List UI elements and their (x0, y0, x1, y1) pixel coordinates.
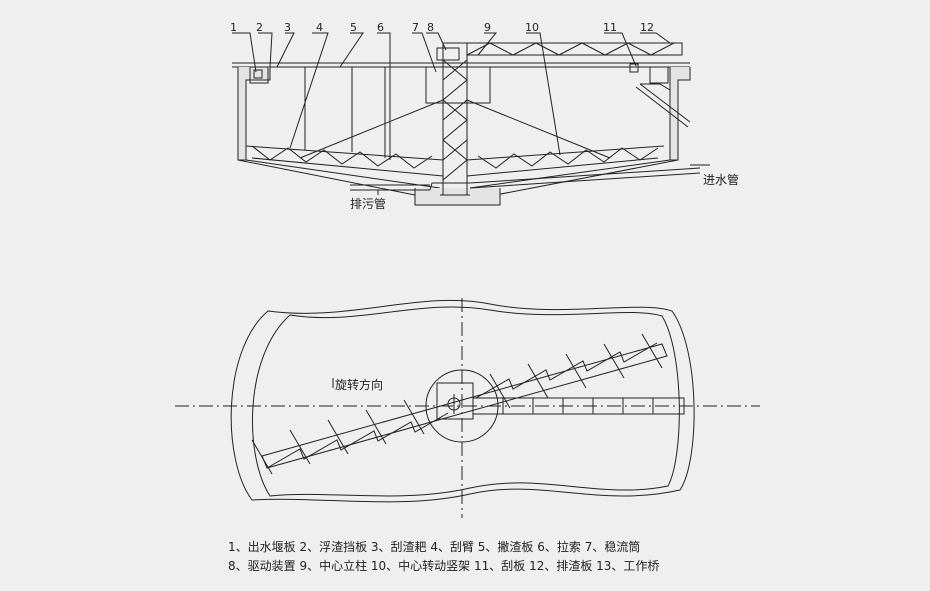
callout-leader-4 (289, 32, 329, 149)
plan-view: 旋转方向 (175, 298, 760, 518)
sludge-pipe-label: 排污管 (350, 196, 386, 211)
center-well-circle (425, 369, 499, 443)
right-tank-wall (669, 67, 691, 161)
callout-1: 1 (230, 21, 237, 34)
callout-7: 7 (412, 21, 419, 34)
left-arm-top (245, 145, 444, 161)
callout-leader-8 (426, 32, 447, 51)
right-arm-truss (477, 147, 659, 169)
callout-8: 8 (427, 21, 434, 34)
callout-leader-7 (412, 32, 437, 73)
callout-3: 3 (284, 21, 291, 34)
drive-unit (436, 47, 460, 61)
inlet-pipe (429, 167, 701, 191)
callout-12: 12 (640, 21, 654, 34)
plan-arm-truss (266, 342, 658, 469)
floor-left-lower (237, 159, 431, 199)
right-launder-lip (640, 83, 671, 91)
floor-right-lower (479, 159, 679, 199)
callout-leader-12 (640, 32, 671, 44)
callout-leader-6 (377, 32, 391, 160)
center-sump (414, 188, 501, 206)
callout-2: 2 (256, 21, 263, 34)
left-tank-wall (237, 67, 271, 161)
left-arm-bottom (251, 157, 444, 177)
working-bridge (466, 42, 683, 56)
plan-arm-ribs (251, 333, 663, 475)
tie-rod-right (466, 99, 611, 159)
right-arm-bottom (466, 157, 659, 177)
callout-leader-10 (526, 32, 561, 156)
bridge-truss (466, 42, 675, 56)
legend: 1、出水堰板 2、浮渣挡板 3、刮渣耙 4、刮臂 5、撇渣板 6、拉索 7、稳流… (228, 538, 659, 576)
tank-outline-outer (230, 299, 695, 503)
sludge-pipe (350, 184, 430, 191)
plan-scraper-arm (261, 343, 668, 469)
callout-4: 4 (316, 21, 323, 34)
callout-leader-2 (258, 32, 273, 68)
central-column (442, 42, 468, 196)
tie-rod-left (299, 99, 444, 159)
callout-leader-11 (604, 32, 637, 67)
callout-10: 10 (525, 21, 539, 34)
section-view: 1 2 3 4 5 6 7 8 9 10 11 12 进水管 排污管 (230, 21, 739, 211)
right-arm-top (466, 145, 665, 161)
left-launder (249, 66, 269, 84)
callout-leader-3 (276, 32, 295, 68)
floor-right-upper (469, 159, 671, 189)
skimmer-plate (629, 63, 639, 73)
stilling-well (425, 66, 491, 104)
legend-line-1: 1、出水堰板 2、浮渣挡板 3、刮渣耙 4、刮臂 5、撇渣板 6、拉索 7、稳流… (228, 540, 641, 554)
column-truss (442, 59, 468, 181)
scum-pipe (635, 83, 691, 128)
floor-left-upper (245, 159, 441, 189)
legend-line-2: 8、驱动装置 9、中心立柱 10、中心转动竖架 11、刮板 12、排渣板 13、… (228, 559, 660, 573)
weir-plate (253, 69, 263, 79)
rotation-direction-label: 旋转方向 (335, 377, 383, 392)
callout-5: 5 (350, 21, 357, 34)
callout-leader-5 (339, 32, 364, 68)
inlet-pipe-label: 进水管 (703, 172, 739, 187)
plan-working-bridge (472, 397, 685, 415)
callout-6: 6 (377, 21, 384, 34)
center-column-square (436, 382, 474, 420)
callout-leader-1 (232, 32, 257, 73)
callout-leader-9 (477, 32, 498, 56)
left-arm-truss (251, 145, 433, 169)
tank-outline-inner (252, 306, 680, 497)
right-launder (649, 66, 669, 84)
callout-9: 9 (484, 21, 491, 34)
column-truss-b (442, 59, 468, 161)
callout-11: 11 (603, 21, 617, 34)
